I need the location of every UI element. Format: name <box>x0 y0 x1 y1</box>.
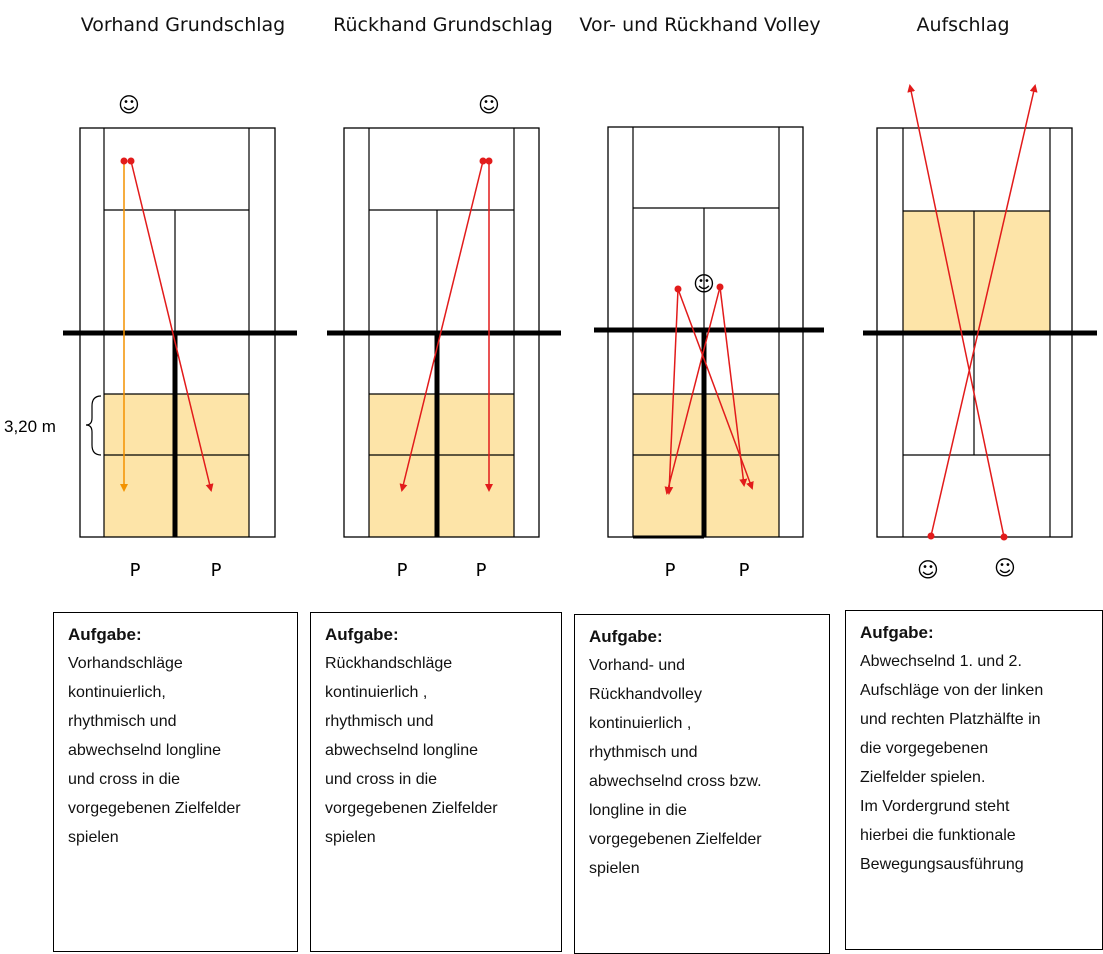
task-heading: Aufgabe: <box>325 625 399 644</box>
player-label: P <box>211 560 222 581</box>
arrow-cross <box>399 160 484 492</box>
task-heading: Aufgabe: <box>589 627 663 646</box>
ball-dot <box>127 157 135 165</box>
task-text: Vorhandschläge kontinuierlich, rhythmisc… <box>68 655 241 846</box>
column-title-volley: Vor- und Rückhand Volley <box>579 14 821 36</box>
court-rueckhand: ☺ P P <box>327 93 561 581</box>
task-text: Vorhand- und Rückhandvolley kontinuierli… <box>589 657 762 877</box>
task-text: Rückhandschläge kontinuierlich , rhythmi… <box>325 655 498 846</box>
target-zone <box>903 211 1050 333</box>
task-box-aufschlag: Aufgabe: Abwechselnd 1. und 2. Aufschläg… <box>845 610 1103 950</box>
arrow-longline <box>719 286 748 487</box>
column-title-rueckhand: Rückhand Grundschlag <box>333 14 553 36</box>
task-box-volley: Aufgabe: Vorhand- und Rückhandvolley kon… <box>574 614 830 954</box>
task-text: Abwechselnd 1. und 2. Aufschläge von der… <box>860 653 1044 873</box>
smiley-icon: ☺ <box>994 556 1016 580</box>
smiley-icon: ☺ <box>478 93 500 117</box>
column-title-aufschlag: Aufschlag <box>916 14 1010 36</box>
column-title-vorhand: Vorhand Grundschlag <box>80 14 286 36</box>
arrow-serve <box>930 84 1038 537</box>
arrow-longline <box>665 288 679 495</box>
player-label: P <box>130 560 141 581</box>
ball-dot <box>927 532 935 540</box>
arrow-cross <box>664 286 721 495</box>
ball-dot <box>1000 533 1008 541</box>
ball-dot <box>479 157 487 165</box>
ball-dot <box>716 283 724 291</box>
court-volley: ☺ P P <box>594 126 824 581</box>
target-zone <box>369 394 514 537</box>
player-label: P <box>665 560 676 581</box>
ball-dot <box>485 157 493 165</box>
arrow-serve <box>907 84 1005 538</box>
player-label: P <box>739 560 750 581</box>
task-box-rueckhand: Aufgabe: Rückhandschläge kontinuierlich … <box>310 612 562 952</box>
smiley-icon: ☺ <box>118 93 140 117</box>
arrow-cross <box>130 160 214 492</box>
task-box-vorhand: Aufgabe: Vorhandschläge kontinuierlich, … <box>53 612 298 952</box>
task-heading: Aufgabe: <box>860 623 934 642</box>
court-diagrams: 3,20 m ☺ P P ☺ P P <box>4 84 1097 582</box>
measure-brace <box>85 395 102 456</box>
smiley-icon: ☺ <box>693 272 715 296</box>
ball-dot <box>120 157 128 165</box>
player-label: P <box>476 560 487 581</box>
player-label: P <box>397 560 408 581</box>
court-vorhand: 3,20 m ☺ P P <box>4 93 297 581</box>
smiley-icon: ☺ <box>917 558 939 582</box>
court-aufschlag: ☺ ☺ <box>863 84 1097 582</box>
measure-label: 3,20 m <box>4 417 56 436</box>
task-heading: Aufgabe: <box>68 625 142 644</box>
ball-dot <box>674 285 682 293</box>
